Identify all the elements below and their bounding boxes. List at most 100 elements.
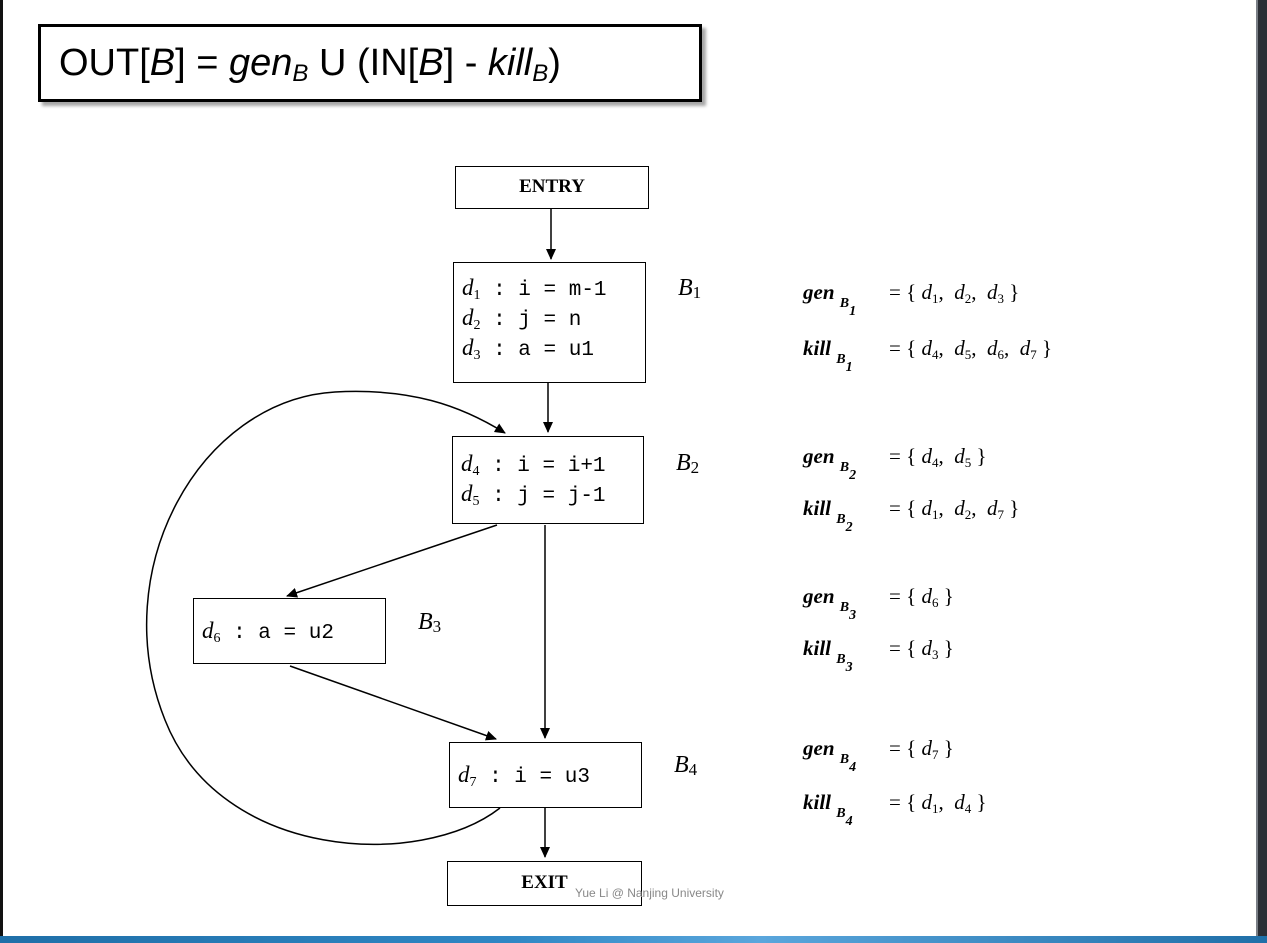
set-member-index: 1: [931, 291, 939, 306]
set-member: d7: [1019, 336, 1037, 362]
stmt-code: : j = n: [480, 309, 582, 332]
set-member-var: d: [921, 280, 932, 304]
gen-set-b1: gen B1= { d1, d2, d3 }: [803, 280, 1019, 320]
formula-kill-sub: B: [532, 60, 549, 87]
set-member-index: 5: [964, 347, 972, 362]
formula-gen-sub: B: [292, 60, 309, 87]
stmt-code: : i = u3: [476, 766, 590, 789]
set-close: }: [943, 636, 954, 660]
set-member: d1: [921, 790, 938, 816]
set-sub: B: [836, 352, 846, 367]
edge-b3-b4: [289, 665, 497, 741]
block-b1: d1 : i = m-1 d2 : j = n d3 : a = u1: [453, 262, 646, 383]
set-sub-index: 2: [845, 520, 853, 535]
set-member-index: 6: [997, 347, 1004, 362]
set-sub: B: [839, 752, 850, 767]
set-name-text: kill: [803, 336, 832, 360]
left-frame-edge: [0, 0, 3, 943]
block-b2: d4 : i = i+1 d5 : j = j-1: [452, 436, 644, 524]
block-label-b2: B2: [676, 450, 699, 478]
set-member: d1: [921, 280, 939, 306]
def-var: d: [462, 305, 474, 330]
formula-b: B: [149, 42, 176, 84]
set-close: }: [1041, 336, 1053, 360]
stmt-d7: d7 : i = u3: [450, 760, 641, 790]
set-member-index: 2: [964, 291, 972, 306]
set-member-var: d: [921, 790, 932, 814]
stmt-d1: d1 : i = m-1: [454, 273, 645, 303]
set-member: d7: [987, 496, 1004, 522]
set-sub-index: 4: [849, 760, 857, 775]
set-open: = {: [889, 336, 917, 360]
set-member: d6: [921, 584, 938, 610]
def-var: d: [202, 618, 214, 643]
set-member: d2: [954, 280, 972, 306]
def-index: 2: [473, 318, 481, 333]
set-member-var: d: [954, 336, 965, 360]
set-member: d5: [954, 444, 971, 470]
stmt-d6: d6 : a = u2: [194, 616, 385, 646]
set-member-var: d: [921, 736, 932, 760]
set-name: gen B2: [803, 444, 856, 483]
stmt-code: : a = u1: [480, 339, 594, 362]
set-close: }: [976, 790, 987, 814]
entry-label: ENTRY: [519, 176, 585, 197]
def-index: 1: [473, 288, 481, 303]
set-member-index: 7: [1030, 347, 1037, 362]
block-b4: d7 : i = u3: [449, 742, 642, 808]
gen-set-b2: gen B2 = { d4, d5 }: [803, 444, 987, 484]
edge-b2-b3: [286, 524, 498, 598]
formula-out: OUT[: [59, 42, 150, 84]
set-member-var: d: [1019, 336, 1031, 360]
set-name-text: kill: [803, 790, 832, 814]
set-member-var: d: [954, 444, 965, 468]
set-member-index: 2: [964, 507, 972, 522]
set-sub: B: [836, 806, 846, 821]
block-label-letter: B: [674, 752, 689, 778]
stmt-d5: d5 : j = j-1: [453, 479, 643, 509]
set-members: = { d4, d5 }: [889, 444, 987, 470]
set-member-var: d: [921, 336, 932, 360]
set-member-var: d: [921, 496, 932, 520]
set-members: = { d4, d5, d6, d7 }: [889, 336, 1053, 362]
def-var: d: [462, 275, 474, 300]
set-sub: B: [839, 296, 850, 311]
set-sub: B: [839, 600, 850, 615]
set-member: d1: [921, 496, 938, 522]
set-open: = {: [889, 496, 917, 520]
exit-label: EXIT: [521, 872, 568, 893]
formula-kill: kill: [487, 42, 533, 84]
set-sub-index: 1: [849, 304, 857, 319]
set-open: = {: [889, 736, 917, 760]
set-close: }: [1009, 280, 1020, 304]
set-name-text: gen: [803, 584, 835, 608]
set-close: }: [1009, 496, 1020, 520]
set-name-text: gen: [803, 280, 835, 304]
set-open: = {: [889, 584, 917, 608]
set-members: = { d1, d4 }: [889, 790, 987, 816]
set-member-index: 3: [997, 291, 1004, 306]
right-scrollbar[interactable]: [1256, 0, 1267, 943]
def-index: 5: [472, 494, 480, 509]
stmt-code: : i = i+1: [479, 455, 606, 478]
block-label-index: 2: [690, 458, 700, 477]
stmt-code: : j = j-1: [479, 485, 606, 508]
block-label-b3: B3: [418, 609, 441, 637]
set-name: gen B4: [803, 736, 856, 775]
def-index: 4: [472, 464, 480, 479]
set-sub-index: 3: [849, 608, 857, 623]
formula-b: B: [418, 42, 444, 84]
set-member-var: d: [954, 280, 965, 304]
stmt-code: : i = m-1: [480, 279, 607, 302]
set-name-text: gen: [803, 444, 835, 468]
set-sub: B: [839, 460, 850, 475]
formula-close: ): [548, 42, 561, 84]
block-label-letter: B: [676, 450, 691, 476]
set-sub-index: 2: [849, 468, 857, 483]
set-member-var: d: [954, 496, 965, 520]
edge-b4-b2-loop: [145, 390, 506, 846]
set-sub: B: [836, 652, 846, 667]
def-var: d: [462, 335, 474, 360]
set-member: d6: [987, 336, 1004, 362]
